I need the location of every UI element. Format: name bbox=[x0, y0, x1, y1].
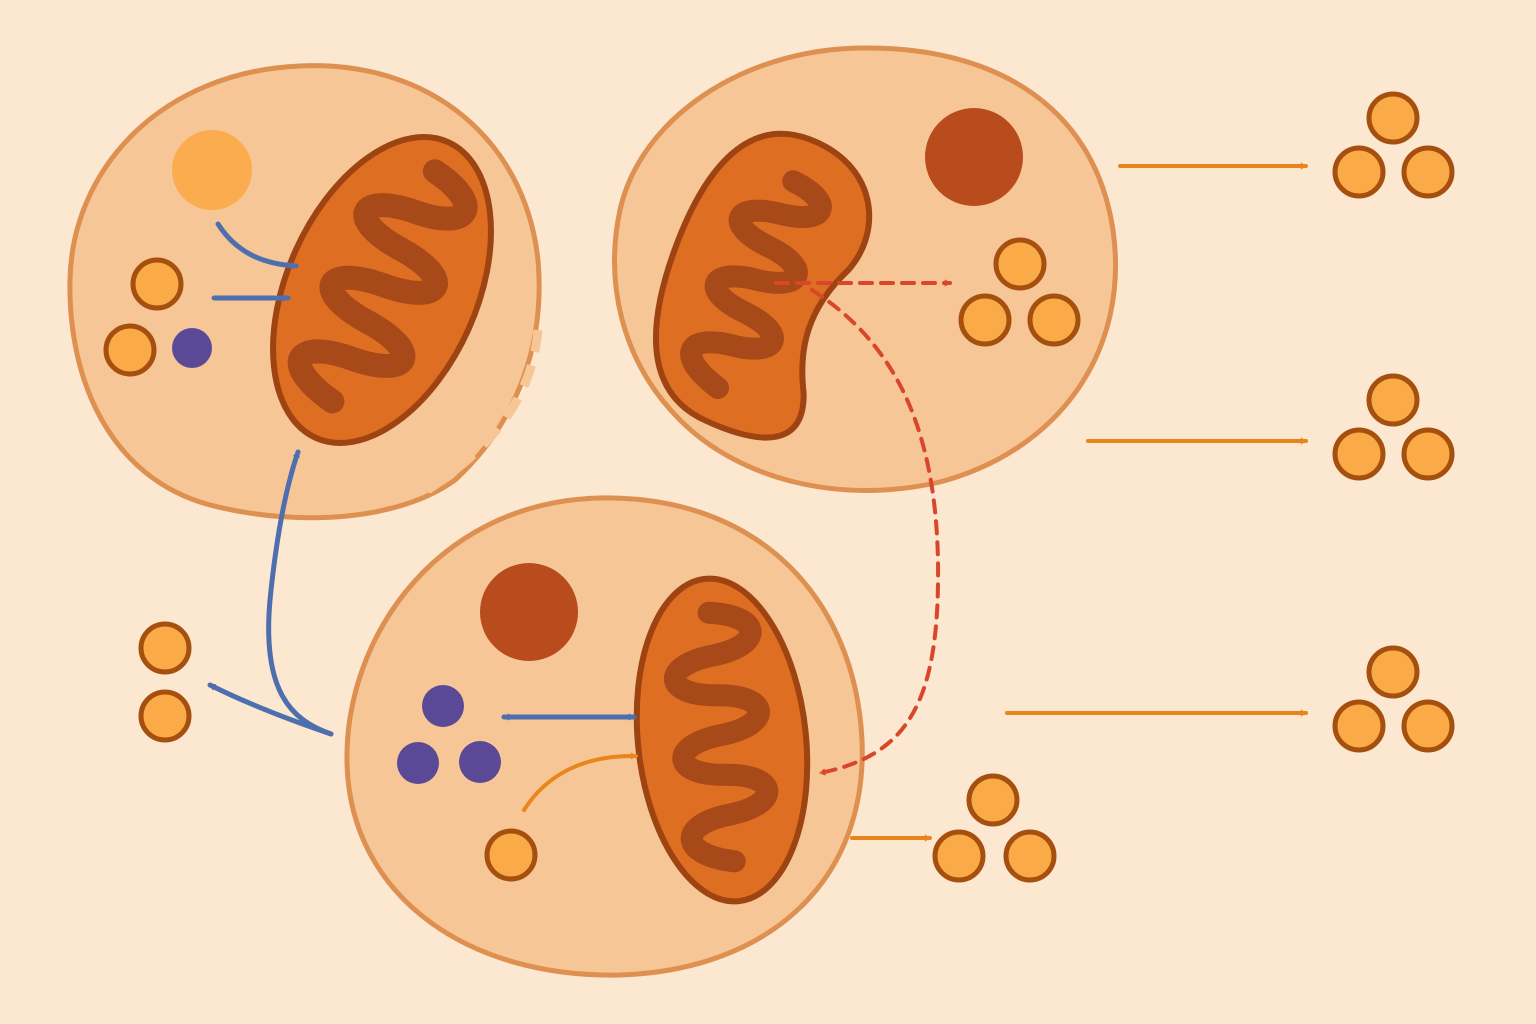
molecule-circle-icon bbox=[966, 773, 1020, 827]
molecule-circle-icon bbox=[130, 257, 184, 311]
cristae bbox=[664, 601, 779, 873]
molecule-circle-icon bbox=[993, 237, 1047, 291]
nucleus-icon bbox=[925, 108, 1023, 206]
nucleus-icon bbox=[172, 130, 252, 210]
molecule-circle-icon bbox=[1003, 829, 1057, 883]
molecule-cluster-icon bbox=[1332, 645, 1455, 753]
cristae bbox=[287, 159, 478, 414]
blue-arrow bbox=[215, 221, 299, 270]
red-dashed-arrow-long bbox=[810, 288, 941, 776]
cell-bottom-center bbox=[344, 495, 865, 978]
molecule-cluster-icon bbox=[1332, 373, 1455, 481]
molecule-cluster-icon bbox=[932, 773, 1057, 883]
molecule-circle-icon bbox=[103, 323, 157, 377]
molecule-circle-icon bbox=[1401, 145, 1455, 199]
molecule-cluster-icon bbox=[1332, 91, 1455, 199]
nucleus-icon bbox=[480, 563, 578, 661]
blue-arrow-to-mitochondrion bbox=[266, 449, 334, 737]
molecule-circle-icon bbox=[1366, 91, 1420, 145]
cell-top-right bbox=[612, 45, 1119, 493]
membrane-gap-dashes bbox=[417, 329, 543, 499]
purple-molecule-group bbox=[397, 685, 501, 784]
purple-molecule-icon bbox=[172, 328, 212, 368]
molecule-circle-icon bbox=[138, 689, 192, 743]
blue-arrow-to-molecules bbox=[207, 682, 334, 737]
molecule-circle-icon bbox=[484, 828, 538, 882]
cristae bbox=[680, 170, 832, 399]
molecule-circle-icon bbox=[1332, 145, 1386, 199]
molecule-circle-icon bbox=[1366, 645, 1420, 699]
molecule-circle-icon bbox=[1401, 427, 1455, 481]
molecule-circle-icon bbox=[932, 829, 986, 883]
mitochondrion-icon bbox=[652, 130, 873, 441]
molecule-pair-left bbox=[138, 621, 192, 743]
purple-molecule-icon bbox=[459, 741, 501, 783]
orange-arrow bbox=[522, 752, 638, 812]
molecule-circle-icon bbox=[1027, 293, 1081, 347]
molecule-circle-icon bbox=[1332, 427, 1386, 481]
molecule-group bbox=[103, 257, 212, 377]
molecule-circle-icon bbox=[958, 293, 1012, 347]
molecule-circle-icon bbox=[1332, 699, 1386, 753]
purple-molecule-icon bbox=[422, 685, 464, 727]
cell-top-left bbox=[67, 63, 543, 521]
mitochondrion-icon bbox=[270, 134, 494, 446]
mitochondrion-icon bbox=[633, 575, 811, 905]
molecule-circle-icon bbox=[1401, 699, 1455, 753]
molecule-cluster-icon bbox=[958, 237, 1081, 347]
molecule-circle-icon bbox=[138, 621, 192, 675]
purple-molecule-icon bbox=[397, 742, 439, 784]
molecule-circle-icon bbox=[1366, 373, 1420, 427]
